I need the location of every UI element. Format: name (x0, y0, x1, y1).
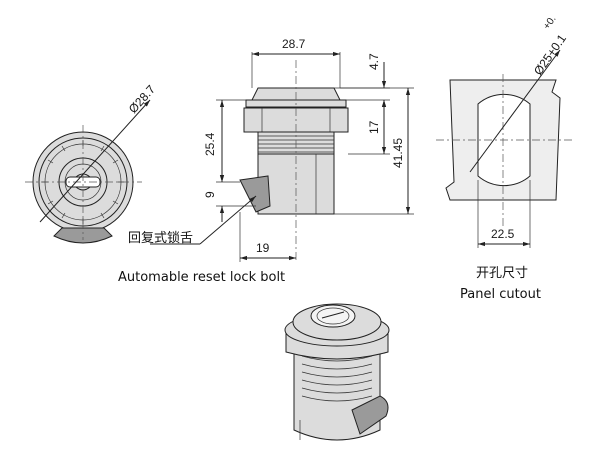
cutout-width-label: 22.5 (491, 227, 515, 241)
bolt-offset-label: 19 (256, 241, 270, 255)
top-width-label: 28.7 (282, 37, 306, 51)
front-view: Ø28.7 (25, 82, 158, 244)
bolt-label-en: Automable reset lock bolt (118, 270, 285, 285)
cutout-diameter-label: Ø25+0.1 (531, 31, 569, 77)
thread-length-label: 25.4 (203, 132, 217, 156)
product-3d-view (284, 303, 390, 441)
bolt-height-label: 9 (203, 191, 217, 198)
nut-height-label: 17 (367, 120, 381, 134)
front-bolt (53, 227, 113, 244)
cutout-title-cn: 开孔尺寸 (476, 266, 528, 281)
total-height-label: 41.45 (391, 138, 405, 168)
cap-height-label: 4.7 (367, 53, 381, 70)
cutout-tolerance-label: +0. (541, 14, 558, 32)
cutout-title-en: Panel cutout (460, 287, 541, 302)
side-view: 28.7 4.7 17 41.45 25.4 9 19 回复式锁舌 (118, 37, 414, 285)
iso-bolt (351, 395, 389, 435)
front-diameter-label: Ø28.7 (126, 82, 158, 116)
bolt-label-cn: 回复式锁舌 (128, 230, 193, 246)
cutout-view: Ø25+0.1 +0. 22.5 开孔尺寸 Panel cutout (436, 14, 572, 302)
side-bolt (239, 175, 271, 213)
